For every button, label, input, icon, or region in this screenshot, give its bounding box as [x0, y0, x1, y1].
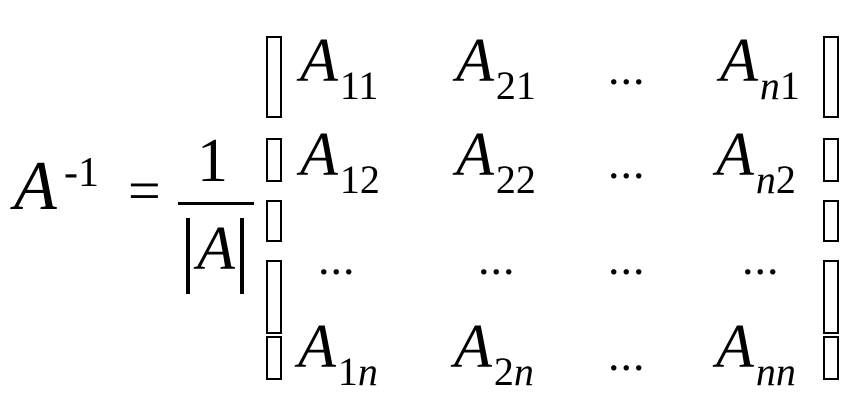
cell-subscript-number: 2: [493, 349, 514, 394]
cell-subscript-variable: n: [755, 157, 776, 202]
cell-subscript-number: 11: [339, 63, 379, 108]
matrix-dots-r3-c3: ...: [608, 233, 646, 284]
cell-base: A: [716, 121, 754, 189]
matrix-cell-r1-c2: A21: [456, 30, 536, 106]
cell-subscript-number: 1: [337, 349, 358, 394]
right-bracket-segment-bottom-upper: [823, 260, 839, 334]
left-bracket-segment-bottom-upper: [266, 260, 282, 334]
right-bracket-segment-bottom: [823, 336, 839, 380]
inverse-matrix-base: A: [14, 148, 57, 225]
left-bracket-segment-upper-middle: [266, 138, 282, 182]
cell-subscript-number: 2: [775, 157, 796, 202]
cell-base: A: [456, 121, 494, 189]
cell-base: A: [456, 27, 494, 95]
cell-subscript-number: 12: [339, 157, 380, 202]
cell-base: A: [300, 27, 338, 95]
left-bracket-segment-bottom: [266, 336, 282, 380]
cell-base: A: [716, 313, 754, 381]
cell-subscript: 1n: [338, 349, 378, 394]
cell-base: A: [300, 121, 338, 189]
left-bracket-segment-lower-middle: [266, 200, 282, 242]
matrix-cell-r2-c2: A22: [456, 124, 536, 200]
cell-subscript-number: 1: [779, 63, 800, 108]
cell-subscript: 2n: [494, 349, 534, 394]
right-bracket-segment-top: [823, 36, 839, 118]
matrix-dots-r3-c1: ...: [318, 233, 356, 284]
cell-subscript-number: 22: [495, 157, 536, 202]
fraction-bar: [178, 202, 254, 205]
matrix-dots-r3-c2: ...: [478, 233, 516, 284]
cell-subscript-number: 21: [495, 63, 536, 108]
matrix-cell-r1-c4: An1: [720, 30, 800, 106]
cell-subscript: n1: [760, 63, 800, 108]
equals-sign: =: [128, 158, 161, 223]
cell-base: A: [454, 313, 492, 381]
right-bracket-segment-lower-middle: [823, 200, 839, 242]
matrix-right-bracket: [821, 36, 841, 382]
matrix-left-bracket: [264, 36, 284, 382]
cell-subscript: n2: [756, 157, 796, 202]
left-bracket-segment-top: [266, 36, 282, 118]
determinant-right-bar: [240, 218, 244, 294]
matrix-dots-r2-c3: ...: [608, 137, 646, 188]
matrix-dots-r4-c3: ...: [608, 329, 646, 380]
matrix-cell-r4-c2: A2n: [454, 316, 534, 392]
matrix-cell-r4-c1: A1n: [298, 316, 378, 392]
matrix-dots-r1-c3: ...: [608, 43, 646, 94]
matrix-cell-r4-c4: Ann: [716, 316, 796, 392]
matrix-cell-r2-c4: An2: [716, 124, 796, 200]
determinant-variable: A: [197, 215, 235, 283]
cell-subscript-variable: nn: [755, 349, 796, 394]
determinant-left-bar: [186, 218, 190, 294]
matrix-dots-r3-c4: ...: [742, 233, 780, 284]
cell-subscript-variable: n: [357, 349, 378, 394]
matrix-cell-r2-c1: A12: [300, 124, 380, 200]
cell-base: A: [298, 313, 336, 381]
cell-subscript-variable: n: [513, 349, 534, 394]
inverse-exponent: -1: [64, 150, 99, 196]
matrix-cell-r1-c1: A11: [300, 30, 378, 106]
fraction-numerator: 1: [197, 127, 228, 195]
right-bracket-segment-upper-middle: [823, 138, 839, 182]
cell-subscript-variable: n: [759, 63, 780, 108]
cell-base: A: [720, 27, 758, 95]
